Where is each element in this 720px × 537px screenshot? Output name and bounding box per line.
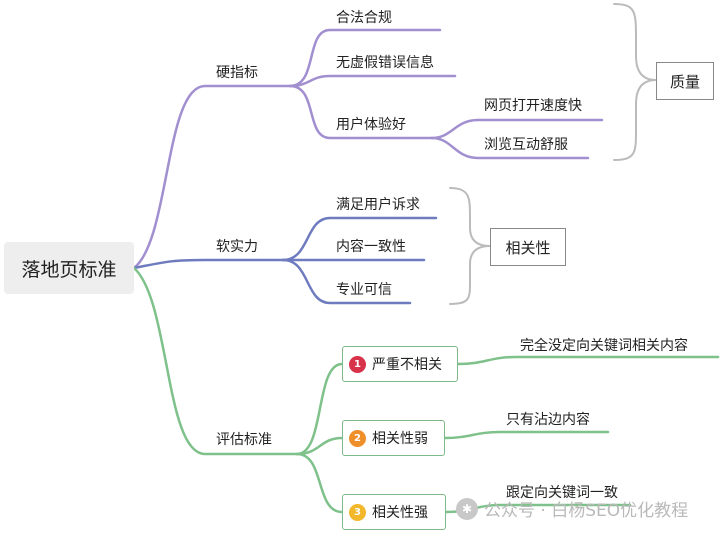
quality-bracket [613, 3, 657, 161]
watermark: ✱ 公众号 · 白杨SEO优化教程 [456, 496, 688, 521]
number-badge-3: 3 [349, 503, 366, 521]
eval-note-2: 只有沾边内容 [506, 412, 590, 428]
wechat-icon: ✱ [456, 497, 478, 520]
connector-eval-note-1 [456, 355, 720, 366]
eval-item-3-label: 相关性强 [372, 505, 428, 521]
eval-item-2-label: 相关性弱 [372, 431, 428, 447]
connector-eval-item-1 [295, 362, 344, 456]
hard-item-3: 用户体验好 [336, 117, 406, 133]
soft-item-1: 满足用户诉求 [336, 197, 420, 213]
eval-note-1: 完全没定向关键词相关内容 [520, 338, 688, 354]
connector-root-hard [132, 84, 292, 270]
connector-hard-sub-2 [430, 136, 590, 160]
connector-root-eval [132, 266, 299, 456]
connector-soft-item-1 [281, 216, 438, 262]
connector-hard-item-1 [288, 28, 442, 88]
eval-item-3: 3 相关性强 [342, 494, 446, 530]
number-badge-2: 2 [349, 429, 366, 447]
hard-item-2: 无虚假错误信息 [336, 55, 434, 71]
soft-item-3: 专业可信 [336, 282, 392, 298]
relevance-summary-box: 相关性 [490, 228, 566, 266]
root-node: 落地页标准 [4, 242, 134, 294]
hard-subitem-1: 网页打开速度快 [484, 98, 582, 114]
relevance-bracket [449, 187, 491, 305]
eval-item-1-label: 严重不相关 [372, 357, 442, 373]
watermark-text: 公众号 · 白杨SEO优化教程 [484, 501, 689, 521]
eval-note-3: 跟定向关键词一致 [506, 485, 618, 501]
branch-hard-label: 硬指标 [216, 65, 258, 81]
quality-summary-box: 质量 [656, 62, 714, 100]
soft-item-2: 内容一致性 [336, 239, 406, 255]
connector-soft-item-3 [281, 258, 412, 305]
number-badge-1: 1 [349, 355, 366, 373]
branch-soft-label: 软实力 [216, 239, 258, 255]
hard-item-1: 合法合规 [336, 10, 392, 26]
eval-item-2: 2 相关性弱 [342, 420, 445, 456]
connector-eval-item-3 [295, 452, 344, 514]
connector-hard-item-2 [288, 74, 457, 88]
connector-hard-item-3 [288, 84, 434, 140]
connector-root-soft [132, 258, 285, 270]
hard-subitem-2: 浏览互动舒服 [484, 137, 568, 153]
branch-eval-label: 评估标准 [216, 432, 272, 448]
connector-eval-note-2 [443, 430, 610, 440]
eval-item-1: 1 严重不相关 [342, 346, 458, 382]
